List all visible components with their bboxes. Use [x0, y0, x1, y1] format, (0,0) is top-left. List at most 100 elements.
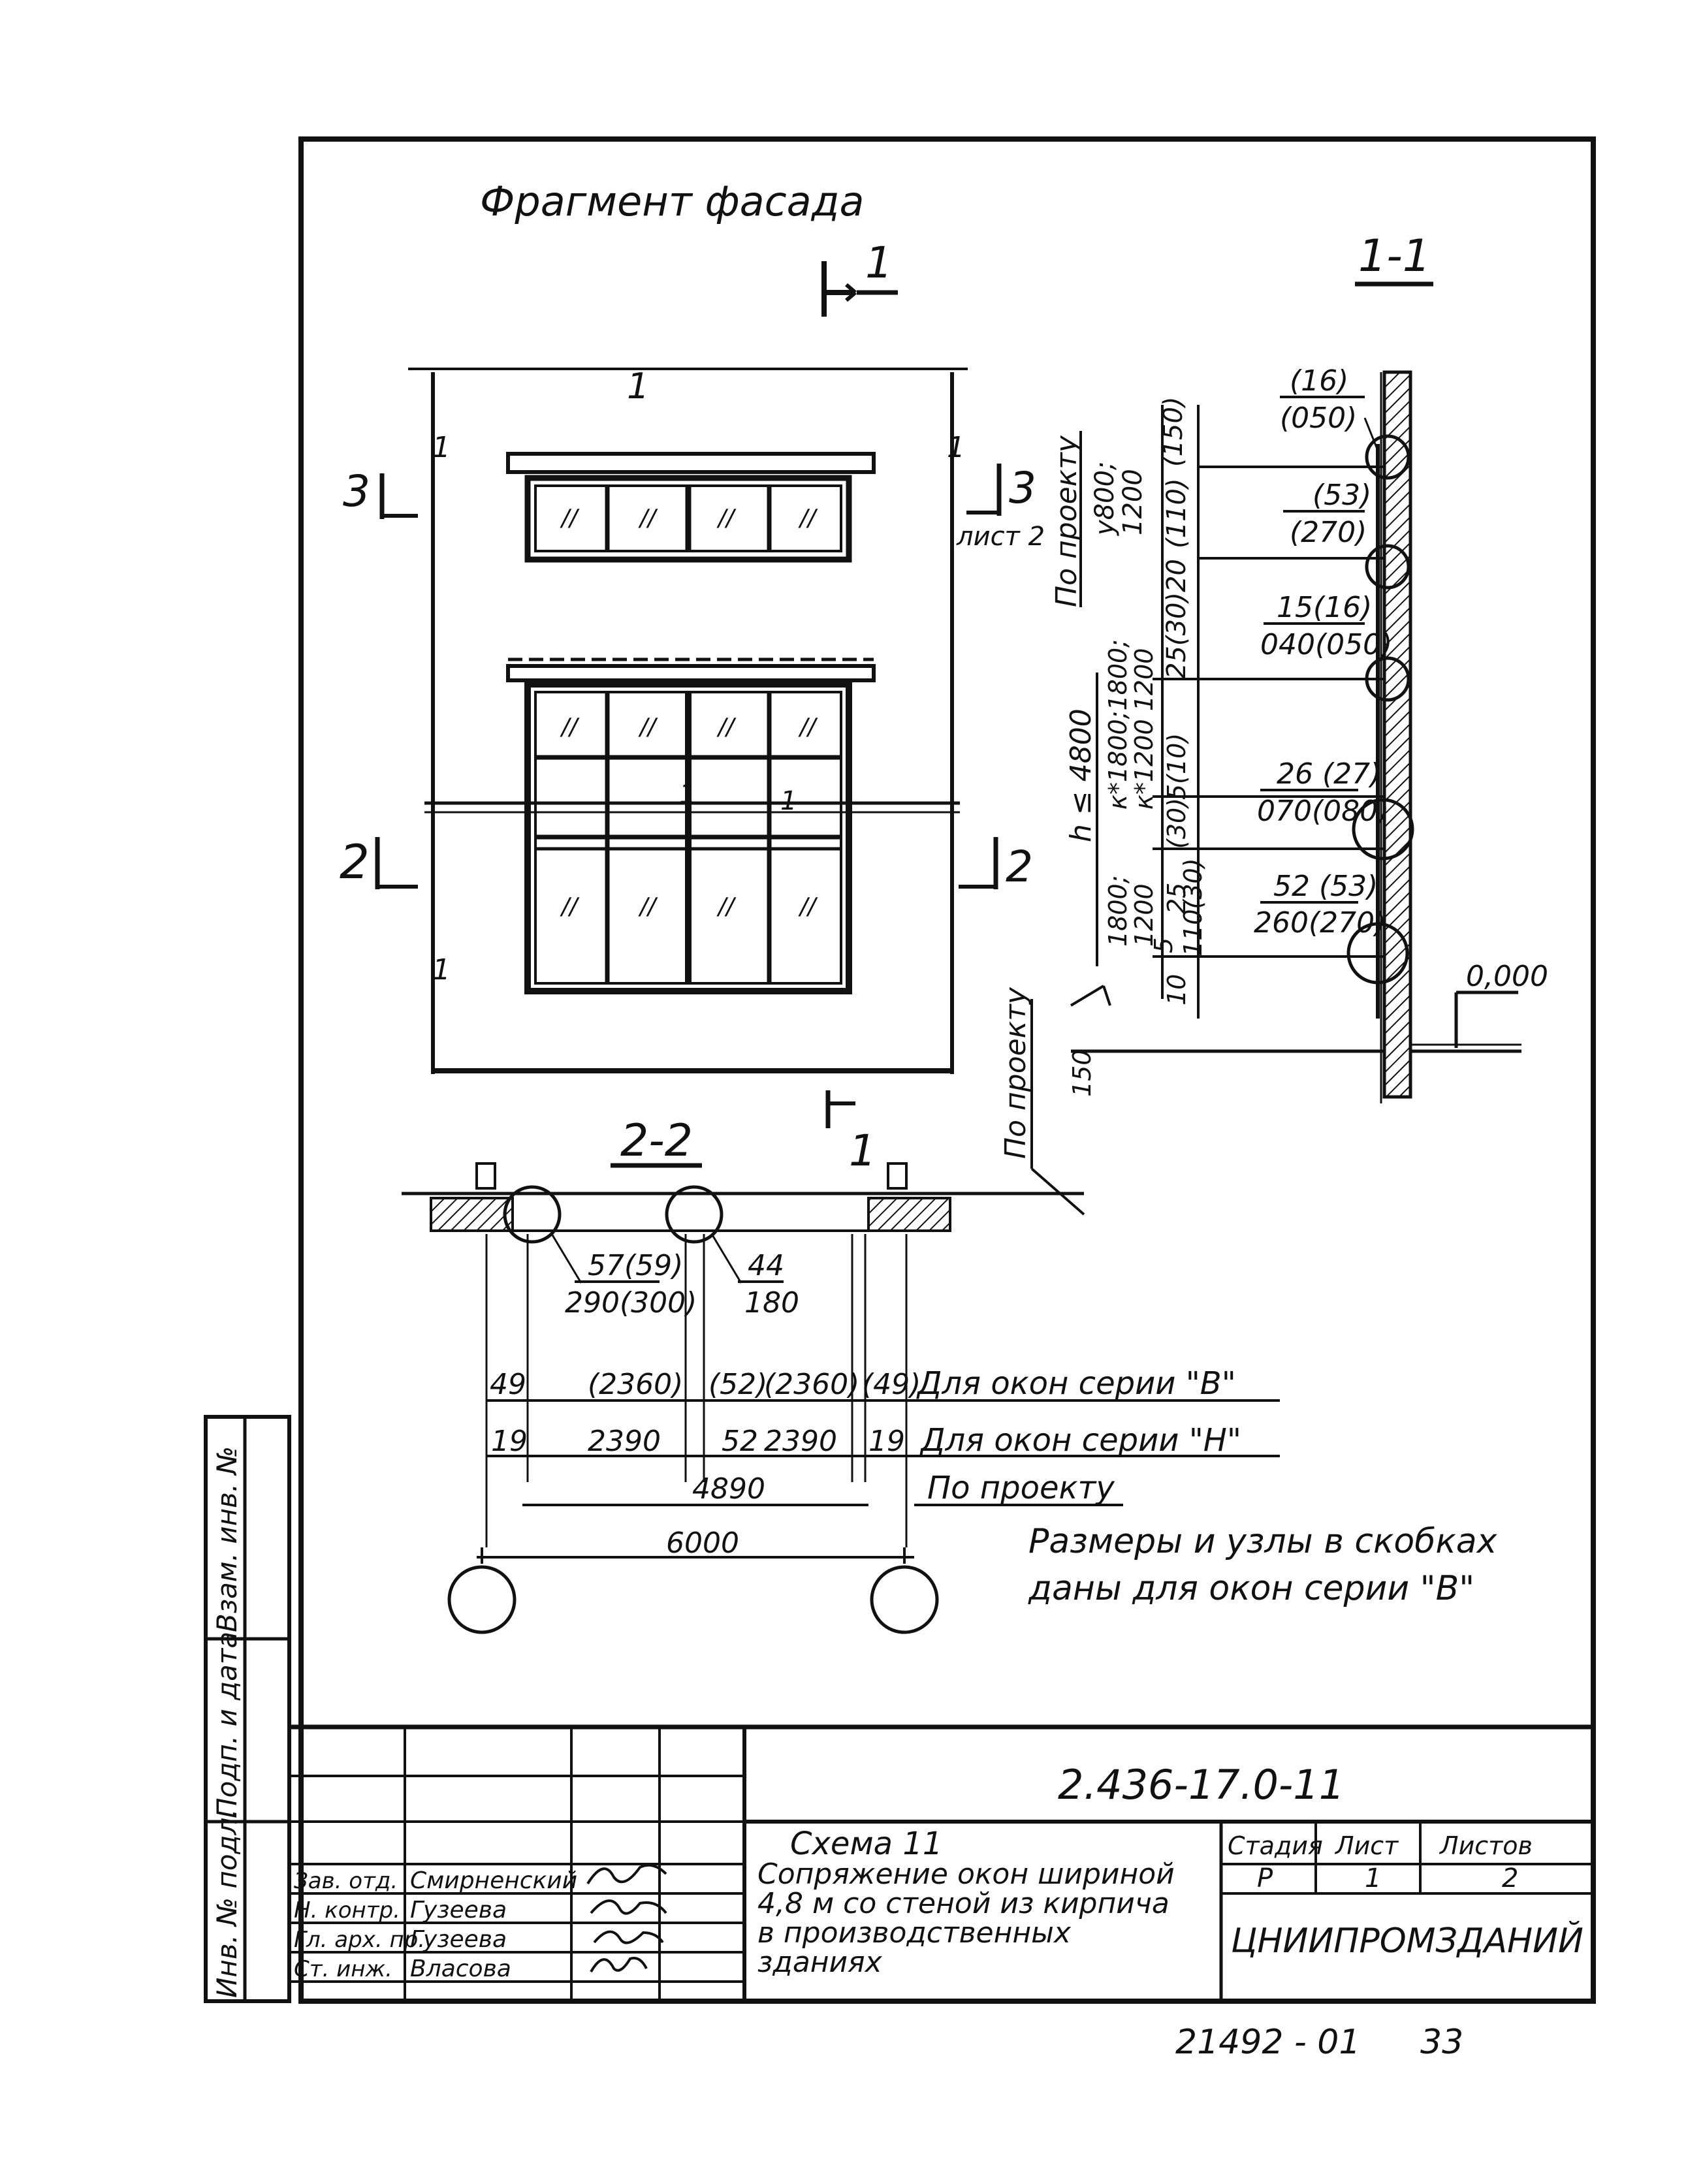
label-h: h ≤ 4800 — [1064, 708, 1098, 842]
dim-25: 25 — [1162, 883, 1191, 914]
glazing-mark: // — [560, 505, 580, 531]
glazing-mark: // — [638, 714, 658, 740]
side-label-inv: Инв. № подл. — [211, 1809, 243, 1998]
label-1800: 1800; — [1104, 875, 1132, 947]
label-1200: 1200 — [1130, 883, 1158, 947]
axis-bubble-left — [447, 1565, 517, 1634]
cut-marker-3-right: 3 — [1009, 463, 1036, 513]
facade-fragment: Фрагмент фасада 1 1 1 1 1 3 3 лист 2 // … — [340, 178, 1045, 1176]
drawing-frame — [298, 136, 1596, 2004]
facade-axis-label-top: 1 — [627, 366, 649, 407]
glazing-mark: // — [560, 893, 580, 920]
label-sizes1: к*1800;1800; — [1104, 639, 1132, 810]
role-label: Зав. отд. — [294, 1868, 398, 1894]
facade-axis-label-right: 1 — [947, 431, 965, 464]
dim-row-b: (52) — [708, 1368, 767, 1401]
facade-mid-mark: 1 — [679, 780, 695, 810]
dim-30: (30) — [1162, 798, 1191, 849]
sheets-header: Листов — [1439, 1831, 1533, 1860]
footer-code: 21492 - 01 — [1175, 2023, 1360, 2062]
facade-axis-label-left: 1 — [432, 431, 451, 464]
section-1-1-title: 1-1 — [1358, 230, 1431, 282]
cut-marker-1-top: 1 — [865, 238, 893, 288]
dim-row-b: 49 — [490, 1368, 526, 1401]
dim-project: 4890 — [692, 1472, 765, 1506]
node-2-2-mid-top: 44 — [748, 1249, 784, 1282]
label-y2: 1200 — [1118, 469, 1148, 535]
dim-total: 6000 — [666, 1527, 739, 1560]
facade-title: Фрагмент фасада — [480, 178, 865, 225]
label-y: у800; — [1090, 462, 1120, 537]
node-label: 26 (27) — [1277, 757, 1381, 791]
dim-row-n: 19 — [491, 1425, 528, 1458]
stage-value: Р — [1257, 1863, 1273, 1893]
glazing-mark: // — [638, 893, 658, 920]
signature — [593, 1930, 664, 1944]
dim-row-n: 19 — [868, 1425, 905, 1458]
row-n-label: Для окон серии "Н" — [919, 1422, 1241, 1459]
node-label: (53) — [1313, 479, 1371, 512]
note-line-1: Размеры и узлы в скобках — [1028, 1522, 1498, 1561]
side-label-sign: Подп. и дата — [211, 1632, 243, 1818]
facade-axis-label-bottom: 1 — [432, 953, 451, 987]
sheet-value: 1 — [1365, 1863, 1381, 1893]
stamp-title-4: в производственных — [757, 1916, 1072, 1950]
glazing-mark: // — [716, 714, 737, 740]
label-sizes2: к*1200 1200 — [1130, 648, 1158, 810]
dim-5: 5 — [1149, 938, 1178, 953]
cut-marker-2-right: 2 — [1006, 842, 1033, 892]
node-label: 040(050) — [1260, 628, 1392, 661]
dim-row-n: 2390 — [588, 1425, 661, 1458]
glazing-mark: // — [716, 893, 737, 920]
row-b-label: Для окон серии "В" — [916, 1365, 1236, 1402]
title-block: 2.436-17.0-11 Схема 11 Сопряжение окон ш… — [289, 1724, 1593, 2001]
level-mark: 0,000 — [1466, 960, 1548, 993]
signature — [590, 1899, 667, 1915]
node-label: (270) — [1290, 516, 1367, 549]
by-project-top: По проекту — [1050, 435, 1083, 607]
glazing-mark: // — [560, 714, 580, 740]
person-name: Смирненский — [410, 1867, 577, 1894]
node-label: 52 (53) — [1273, 870, 1378, 903]
glazing-mark: // — [798, 714, 818, 740]
organization: ЦНИИПРОМЗДАНИЙ — [1231, 1921, 1584, 1961]
node-label: (16) — [1290, 364, 1348, 398]
person-name: Гузеева — [410, 1926, 507, 1953]
dim-150-bottom: 150 — [1068, 1049, 1096, 1097]
dim-row-b: (2360) — [588, 1368, 683, 1401]
dim-10: 10 — [1162, 974, 1191, 1005]
designation: 2.436-17.0-11 — [1058, 1761, 1345, 1809]
dim-row-n: 2390 — [764, 1425, 837, 1458]
node-2-2-left-top: 57(59) — [588, 1249, 683, 1282]
glazing-mark: // — [638, 505, 658, 531]
side-label-replace: Взам. инв. № — [211, 1446, 243, 1632]
facade-mid-mark: 1 — [780, 786, 797, 816]
sheet-header: Лист — [1334, 1831, 1399, 1860]
person-name: Власова — [410, 1955, 511, 1982]
glazing-mark: // — [798, 505, 818, 531]
cut-marker-1-bottom: 1 — [849, 1126, 876, 1176]
dim-5-10: 5(10) — [1162, 733, 1191, 800]
glazing-mark: // — [798, 893, 818, 920]
dim-110: (110) — [1162, 478, 1192, 548]
node-label: 15(16) — [1277, 591, 1372, 624]
person-name: Гузеева — [410, 1897, 507, 1923]
cut-marker-3-left: 3 — [343, 466, 370, 516]
signature — [590, 1957, 648, 1973]
section-2-2-title: 2-2 — [620, 1115, 693, 1167]
dim-row-b: (49) — [862, 1368, 921, 1401]
node-label: (050) — [1280, 402, 1357, 435]
section-1-1: 1-1 0,000 (16) (050) (5 — [999, 230, 1548, 1216]
signature — [586, 1863, 667, 1885]
glazing-mark: // — [716, 505, 737, 531]
node-label: 070(080) — [1257, 795, 1389, 828]
row-project-label: По проекту — [927, 1470, 1115, 1506]
node-2-2-left-bottom: 290(300) — [565, 1286, 697, 1320]
role-label: Ст. инж. — [294, 1956, 392, 1982]
stamp-title-5: зданиях — [757, 1946, 883, 1979]
dim-110-30: 110(30) — [1179, 858, 1207, 957]
note-line-2: даны для окон серии "В" — [1028, 1569, 1474, 1608]
node-2-2-mid-bottom: 180 — [744, 1286, 799, 1320]
stamp-title-2: Сопряжение окон шириной — [757, 1858, 1175, 1891]
